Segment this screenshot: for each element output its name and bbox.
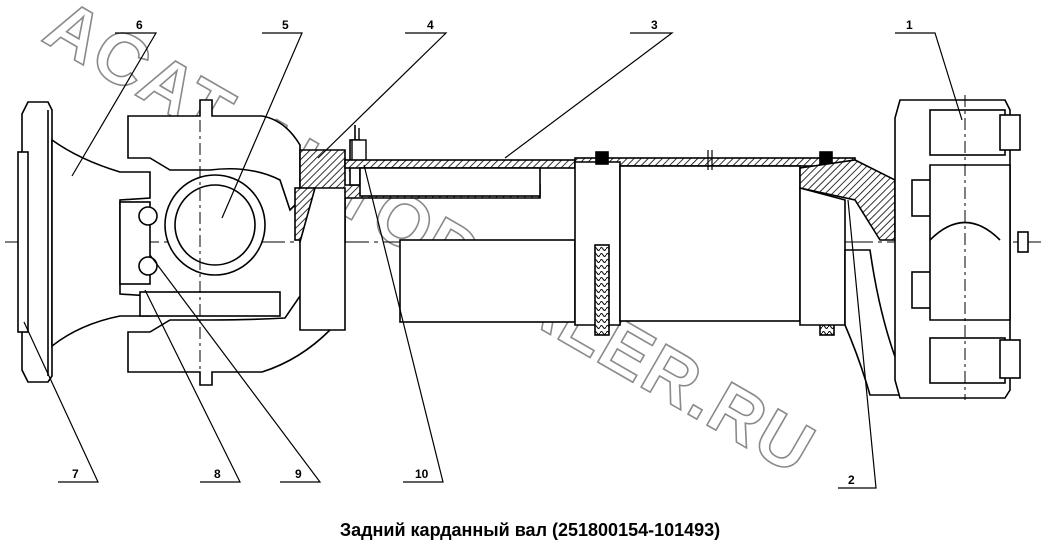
flange-yoke-right (894, 95, 1029, 400)
callout-6: 6 (136, 18, 143, 32)
shaft-tube (344, 150, 856, 336)
flange-yoke (51, 138, 151, 348)
drawing-caption: Задний карданный вал (251800154-101493) (339, 520, 721, 540)
callout-labels: 1 2 3 4 5 6 7 8 9 10 (72, 18, 913, 487)
callout-5: 5 (282, 18, 289, 32)
callout-2: 2 (848, 473, 855, 487)
grease-fitting (351, 128, 367, 163)
callout-7: 7 (72, 467, 79, 481)
welded-yoke (799, 159, 901, 396)
flange-left (17, 101, 53, 383)
callout-10: 10 (415, 467, 429, 481)
callout-3: 3 (651, 18, 658, 32)
callout-9: 9 (295, 467, 302, 481)
callout-8: 8 (214, 467, 221, 481)
leader-lines (23, 32, 963, 489)
callout-4: 4 (427, 18, 434, 32)
callout-1: 1 (906, 18, 913, 32)
